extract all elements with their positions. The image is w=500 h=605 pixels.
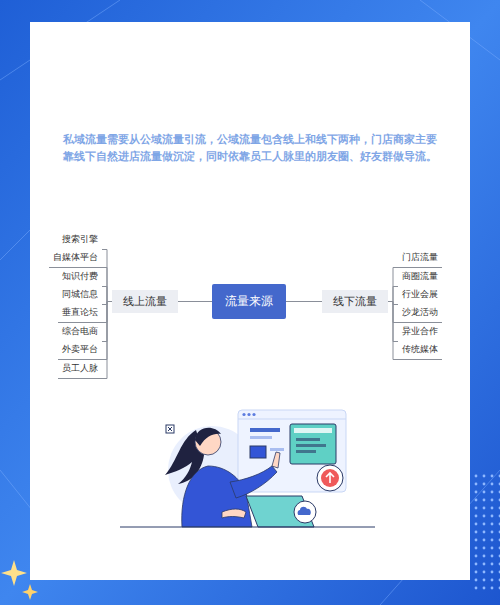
node-text: 同城信息	[62, 288, 98, 301]
leaf-item: 商圈流量	[398, 268, 442, 287]
node-text: 行业会展	[402, 288, 438, 301]
node-text: 员工人脉	[62, 362, 98, 375]
branch-connector	[388, 268, 398, 302]
laptop	[246, 496, 316, 527]
leaf-item: 异业合作	[398, 323, 442, 342]
leaf-item: 综合电商	[58, 323, 102, 342]
node-text: 外卖平台	[62, 343, 98, 356]
dot-grid	[474, 470, 500, 590]
leaf-item: 员工人脉	[58, 360, 102, 379]
node-text: 传统媒体	[402, 343, 438, 356]
leaf-item: 沙龙活动	[398, 304, 442, 323]
branch-box: 线上流量	[112, 290, 178, 313]
node-text: 门店流量	[402, 251, 438, 264]
branch-connector	[102, 268, 112, 302]
branch-connector	[178, 301, 212, 302]
branch-connector	[102, 302, 112, 379]
intro-note: 私域流量需要从公域流量引流，公域流量包含线上和线下两种，门店商家主要靠线下自然进…	[60, 131, 440, 165]
node-text: 商圈流量	[402, 270, 438, 283]
leaf-item: 知识付费	[58, 268, 102, 287]
branch-connector	[102, 287, 112, 302]
sparkle-stars	[1, 560, 38, 600]
node-text: 搜索引擎	[62, 233, 98, 246]
node-text: 沙龙活动	[402, 306, 438, 319]
branch-connector	[388, 302, 398, 360]
node-text: 综合电商	[62, 325, 98, 338]
leaf-item: 外卖平台	[58, 341, 102, 360]
node-text: 线上流量	[121, 294, 169, 309]
leaf-item: 自媒体平台	[49, 249, 102, 268]
leaf-item: 垂直论坛	[58, 304, 102, 323]
close-icon	[166, 425, 174, 433]
node-text: 垂直论坛	[62, 306, 98, 319]
node-text: 知识付费	[62, 270, 98, 283]
node-text: 自媒体平台	[53, 251, 98, 264]
node-text: 线下流量	[331, 294, 379, 309]
branch-connector	[286, 301, 322, 302]
branch-box: 线下流量	[322, 290, 388, 313]
node-text: 流量来源	[222, 293, 276, 310]
leaf-item: 同城信息	[58, 286, 102, 305]
ground-line	[120, 527, 375, 528]
leaf-item: 搜索引擎	[58, 231, 102, 250]
branch-connector	[102, 250, 112, 302]
root-box: 流量来源	[212, 284, 286, 319]
leaf-item: 行业会展	[398, 286, 442, 305]
branch-connector	[388, 287, 398, 302]
leaf-item: 传统媒体	[398, 341, 442, 360]
leaf-item: 门店流量	[398, 249, 442, 268]
white-card	[30, 22, 470, 580]
upload-badge	[317, 465, 343, 491]
node-text: 异业合作	[402, 325, 438, 338]
close-icon-cross	[168, 427, 172, 431]
